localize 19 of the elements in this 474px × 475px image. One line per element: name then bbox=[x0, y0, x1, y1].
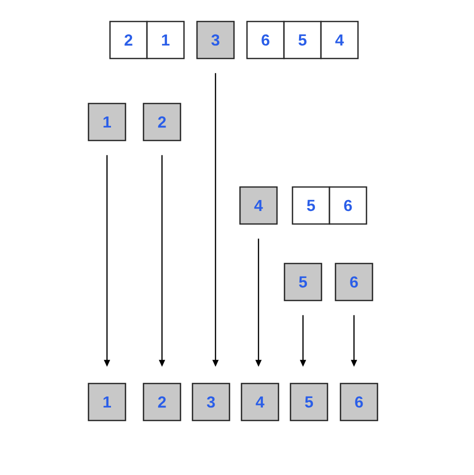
shaded-number-box: 4 bbox=[239, 186, 278, 225]
shaded-number-box: 2 bbox=[142, 102, 182, 142]
shaded-number-box: 6 bbox=[334, 262, 374, 302]
number-box: 5 bbox=[292, 186, 330, 225]
number-box: 2 bbox=[109, 20, 148, 60]
shaded-number-box: 2 bbox=[142, 382, 182, 422]
shaded-number-box: 5 bbox=[290, 382, 328, 422]
shaded-number-box: 6 bbox=[340, 382, 378, 422]
shaded-number-box: 3 bbox=[196, 20, 235, 60]
shaded-number-box: 4 bbox=[240, 382, 280, 422]
shaded-number-box: 1 bbox=[88, 102, 126, 142]
shaded-number-box: 1 bbox=[88, 382, 126, 422]
shaded-number-box: 3 bbox=[192, 382, 230, 422]
number-box: 1 bbox=[146, 20, 185, 60]
number-box: 4 bbox=[320, 20, 359, 60]
shaded-number-box: 5 bbox=[284, 262, 322, 302]
number-box: 6 bbox=[328, 186, 368, 225]
number-box: 5 bbox=[283, 20, 322, 60]
number-box: 6 bbox=[246, 20, 285, 60]
